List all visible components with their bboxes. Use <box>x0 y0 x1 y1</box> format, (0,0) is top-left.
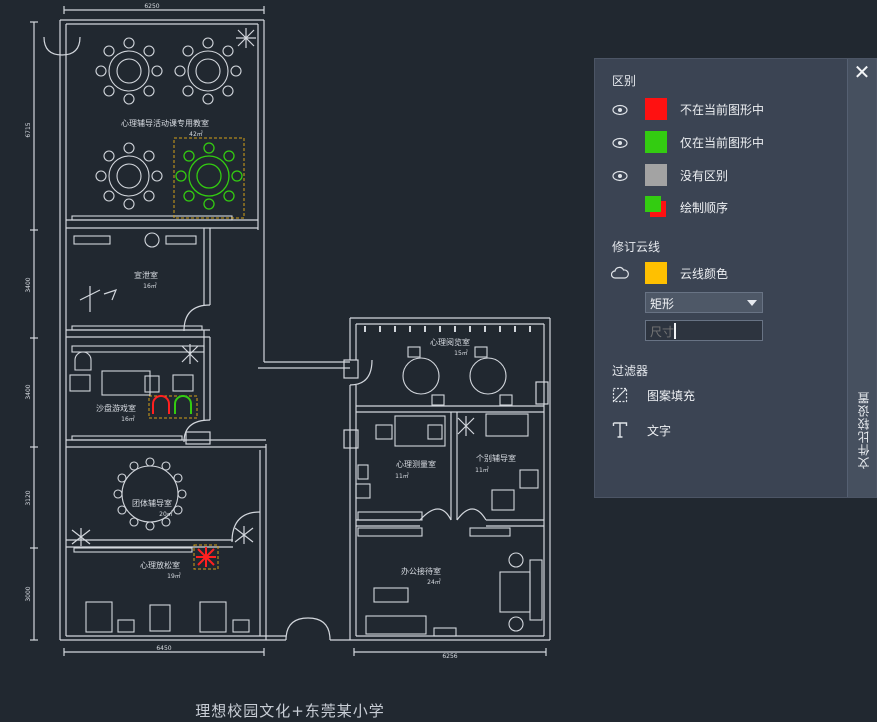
close-icon[interactable]: ✕ <box>853 60 871 84</box>
dim-left-4: 3120 <box>25 490 32 505</box>
room-testing: 心理测量室 <box>396 459 436 469</box>
color-swatch-red[interactable] <box>645 98 667 120</box>
cloud-shape-select[interactable]: 矩形 <box>645 292 763 313</box>
palette-title-bar[interactable]: ✕ 文件比较设置 <box>847 59 876 497</box>
color-swatch-gray[interactable] <box>645 164 667 186</box>
eye-icon[interactable] <box>612 136 628 150</box>
diff-row-draw-order[interactable]: 绘制顺序 <box>595 196 848 220</box>
room-venting: 宣泄室 <box>134 270 158 280</box>
filter-row-text[interactable]: 文字 <box>595 419 848 443</box>
cloud-color-label: 云线颜色 <box>680 267 729 281</box>
dim-bottom-left: 6450 <box>156 645 171 652</box>
palette-content: 区别 不在当前图形中 仅在当前图形中 没有区别 绘制顺序 修订云线 <box>595 59 848 497</box>
room-office: 办公接待室 <box>401 566 441 576</box>
dim-left-2: 3400 <box>25 277 32 292</box>
diff-label-only-in-current: 仅在当前图形中 <box>680 136 765 150</box>
cloud-icon <box>611 266 629 279</box>
room-relax: 心理放松室 <box>140 560 180 570</box>
room-venting-area: 16㎡ <box>143 282 157 290</box>
chevron-down-icon[interactable] <box>747 300 757 306</box>
difference-section-title: 区别 <box>612 74 637 88</box>
text-icon <box>612 422 628 438</box>
drawing-caption: 理想校园文化+东莞某小学 <box>195 702 385 720</box>
text-caret <box>674 323 676 339</box>
room-individual-area: 11㎡ <box>475 466 489 474</box>
diff-row-no-difference[interactable]: 没有区别 <box>595 164 848 188</box>
eye-icon[interactable] <box>612 169 628 183</box>
diff-row-not-in-current[interactable]: 不在当前图形中 <box>595 98 848 122</box>
room-sandplay: 沙盘游戏室 <box>96 403 136 413</box>
hatch-icon <box>612 387 628 403</box>
dim-left-5: 3000 <box>25 586 32 601</box>
eye-icon[interactable] <box>612 103 628 117</box>
diff-label-draw-order: 绘制顺序 <box>680 201 729 215</box>
room-individual: 个别辅导室 <box>476 453 516 463</box>
filter-section-title: 过滤器 <box>612 364 649 378</box>
filter-label-hatch: 图案填充 <box>647 389 696 403</box>
filter-row-hatch[interactable]: 图案填充 <box>595 384 848 408</box>
dim-left-3: 3400 <box>25 384 32 399</box>
color-swatch-green[interactable] <box>645 131 667 153</box>
dim-top: 6250 <box>144 3 159 10</box>
diff-label-no-difference: 没有区别 <box>680 169 729 183</box>
room-group: 团体辅导室 <box>132 498 172 508</box>
draw-order-icon[interactable] <box>645 196 667 218</box>
cloud-shape-value: 矩形 <box>650 297 675 311</box>
room-sandplay-area: 16㎡ <box>121 415 135 423</box>
revcloud-section-title: 修订云线 <box>612 240 661 254</box>
room-classroom: 心理辅导活动课专用教室 <box>121 118 209 128</box>
dim-left-1: 6715 <box>25 122 32 137</box>
diff-label-not-in-current: 不在当前图形中 <box>680 103 765 117</box>
cloud-color-row[interactable]: 云线颜色 <box>595 262 848 286</box>
room-reading: 心理阅览室 <box>430 337 470 347</box>
dim-bottom-right: 6256 <box>442 653 457 660</box>
room-classroom-area: 42㎡ <box>189 130 203 138</box>
room-group-area: 20㎡ <box>159 510 173 518</box>
room-office-area: 24㎡ <box>427 578 441 586</box>
cloud-color-swatch[interactable] <box>645 262 667 284</box>
filter-label-text: 文字 <box>647 424 672 438</box>
room-testing-area: 11㎡ <box>395 472 409 480</box>
palette-title: 文件比较设置 <box>857 391 871 469</box>
diff-row-only-in-current[interactable]: 仅在当前图形中 <box>595 131 848 155</box>
cloud-size-input[interactable] <box>645 320 763 341</box>
room-relax-area: 19㎡ <box>167 572 181 580</box>
compare-settings-palette[interactable]: 区别 不在当前图形中 仅在当前图形中 没有区别 绘制顺序 修订云线 <box>594 58 877 498</box>
room-reading-area: 15㎡ <box>454 349 468 357</box>
